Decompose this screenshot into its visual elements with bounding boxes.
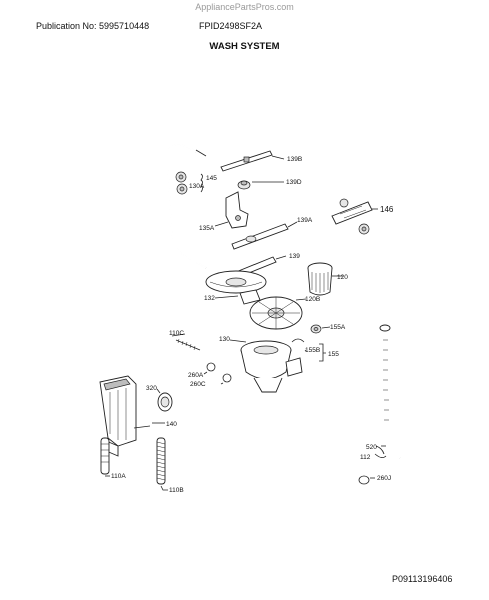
callout-155B: 155B [305, 347, 320, 354]
part-110B-coiled-hose [156, 437, 168, 491]
publication-number: Publication No: 5995710448 [36, 21, 150, 31]
part-155B-clamp [291, 338, 307, 352]
part-110C-drain-hose [171, 333, 201, 351]
callout-120B: 120B [305, 296, 320, 303]
part-132-spray-arm-disc [205, 270, 267, 305]
callout-520: 520 [366, 444, 377, 451]
callout-260C: 260C [190, 381, 206, 388]
part-130-sump [229, 339, 303, 393]
model-number: FPID2498SF2A [199, 21, 263, 31]
callout-120: 120 [337, 274, 348, 281]
page-title: WASH SYSTEM [209, 41, 280, 52]
callout-155: 155 [328, 351, 339, 358]
part-320-seal [156, 388, 173, 412]
part-260C-clamp [220, 373, 232, 385]
part-120-filter [307, 262, 343, 296]
part-155-bracket-line [319, 343, 326, 362]
part-110A-hose [100, 437, 110, 477]
callout-110A: 110A [111, 473, 126, 480]
callout-135A: 135A [199, 225, 215, 232]
callout-145: 145 [206, 175, 217, 182]
callout-110C: 110C [169, 330, 184, 337]
part-145-clips [175, 171, 203, 195]
pump-housing-assembly [99, 375, 137, 457]
part-139A-middle-spray-arm [231, 221, 298, 250]
part-139B-upper-spray-arm [220, 150, 285, 172]
part-120B-fine-filter [249, 296, 307, 330]
callout-139: 139 [289, 253, 300, 260]
callout-132: 132 [204, 295, 215, 302]
callout-140: 140 [166, 421, 177, 428]
part-135A-bracket [214, 191, 249, 229]
callout-260A: 260A [188, 372, 204, 379]
part-112-long-hose [379, 324, 402, 459]
callout-130A: 130A [189, 183, 205, 190]
part-112-leader [374, 453, 387, 458]
part-139D-nut [237, 180, 284, 190]
part-260J-clamp [358, 475, 375, 485]
callout-320: 320 [146, 385, 157, 392]
callout-260J: 260J [377, 475, 391, 482]
callout-112: 112 [360, 454, 371, 461]
part-155A-gasket [310, 324, 331, 334]
watermark-text: AppliancePartsPros.com [195, 2, 294, 12]
part-140-hose [133, 422, 165, 429]
footer-code: P09113196406 [392, 574, 453, 584]
part-146-diverter [331, 198, 378, 235]
callout-139B: 139B [287, 156, 302, 163]
callout-130: 130 [219, 336, 230, 343]
callout-155A: 155A [330, 324, 346, 331]
upper-supply-tube [167, 144, 207, 269]
part-520-connector [375, 445, 386, 455]
callout-139D: 139D [286, 179, 302, 186]
part-260A-clamp [203, 362, 216, 375]
callout-110B: 110B [169, 487, 184, 494]
callout-146: 146 [380, 205, 394, 214]
callout-139A: 139A [297, 217, 313, 224]
